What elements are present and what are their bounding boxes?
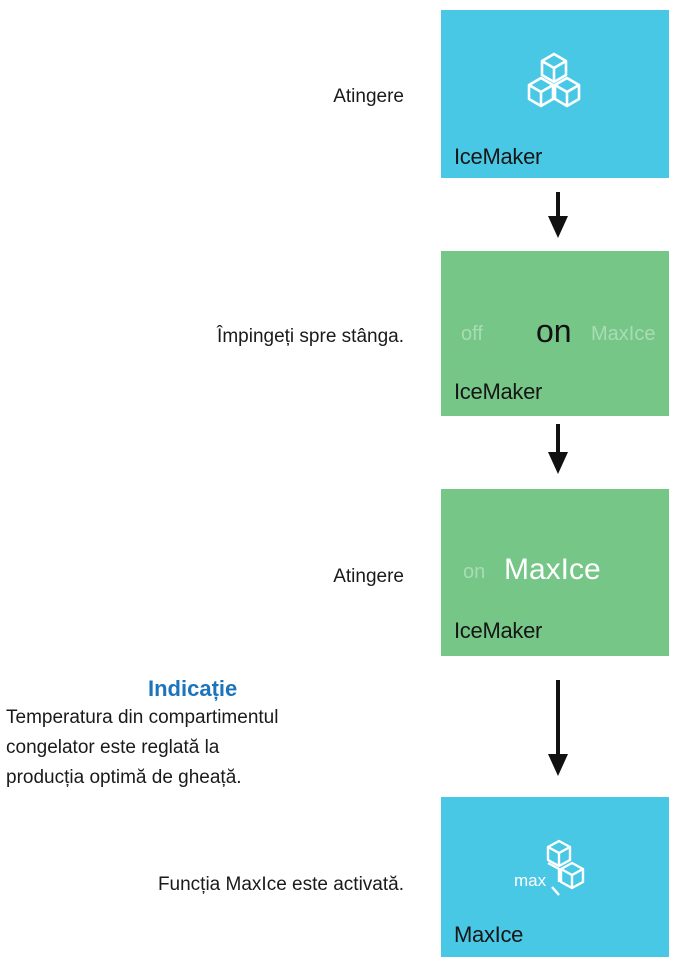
tile-label: IceMaker — [454, 618, 543, 643]
note-line: Temperatura din compartimentul — [6, 707, 279, 728]
tile-label: MaxIce — [454, 922, 524, 947]
step-1-instruction: Atingere — [333, 86, 404, 107]
note-line: congelator este reglată la — [6, 737, 220, 758]
option-off[interactable]: off — [461, 323, 483, 345]
ice-cubes-icon — [521, 50, 587, 127]
arrow-down-icon — [548, 192, 568, 240]
tile-label: IceMaker — [454, 379, 543, 404]
option-on[interactable]: on — [536, 313, 572, 349]
arrow-down-icon — [548, 424, 568, 476]
icemaker-selector-tile[interactable]: off on MaxIce IceMaker — [441, 251, 669, 416]
option-on[interactable]: on — [463, 561, 486, 583]
max-ice-icon: max — [511, 837, 593, 901]
max-label: max — [514, 871, 547, 890]
step-3-instruction: Atingere — [333, 566, 404, 587]
step-2-instruction: Împingeți spre stânga. — [217, 326, 404, 347]
maxice-selector-tile[interactable]: on MaxIce IceMaker — [441, 489, 669, 656]
arrow-down-icon — [548, 680, 568, 780]
note-line: producția optimă de gheață. — [6, 767, 242, 788]
tile-label: IceMaker — [454, 144, 543, 169]
note-title: Indicație — [148, 676, 238, 701]
option-maxice[interactable]: MaxIce — [591, 323, 656, 345]
icemaker-tile[interactable]: IceMaker — [441, 10, 669, 178]
maxice-tile[interactable]: max MaxIce — [441, 797, 669, 957]
step-4-instruction: Funcția MaxIce este activată. — [157, 874, 404, 895]
option-maxice[interactable]: MaxIce — [504, 553, 601, 586]
